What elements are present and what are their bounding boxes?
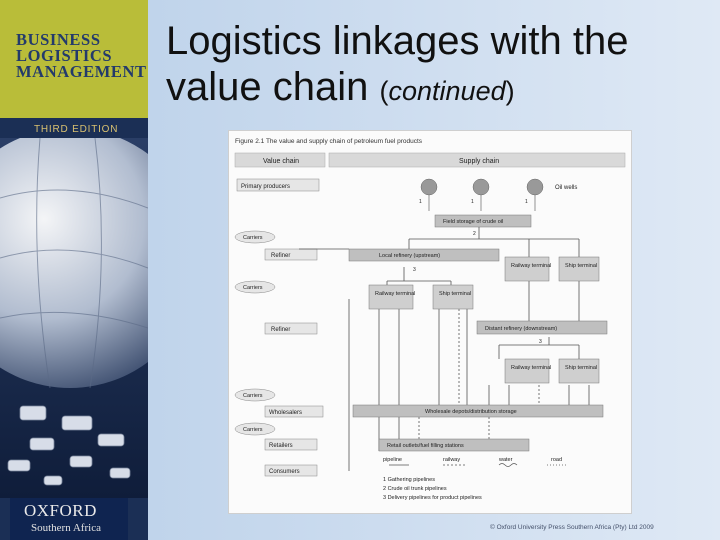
legend-note: 2 Crude oil trunk pipelines [383,486,447,492]
railway-terminal-label: Railway terminal [511,365,551,371]
value-chain-label: Carriers [243,393,263,399]
oil-well-icons [420,178,544,196]
header-value-chain-label: Value chain [263,158,299,165]
header-supply-chain-label: Supply chain [459,158,499,165]
railway-lines [418,309,540,439]
ship-terminal-label: Ship terminal [565,365,597,371]
railway-terminal-label: Railway terminal [511,263,551,269]
retail-box [378,438,530,452]
value-chain-label: Consumers [269,469,300,475]
local-refinery-box [348,248,500,262]
value-chain-box [236,178,320,192]
value-chain-label: Primary producers [241,184,290,190]
value-chain-box [264,438,318,451]
cover-title-line: BUSINESS [16,30,101,49]
railway-terminal-box [368,284,414,310]
slide-title-italic: continued [388,76,506,106]
ship-terminal-label: Ship terminal [439,291,471,297]
pipeline-number: 3 [539,339,542,345]
local-refinery-label: Local refinery (upstream) [379,253,440,259]
railway-terminal-box [504,358,550,384]
cover-title-band [0,0,148,118]
value-chain-box [264,248,318,261]
retail-label: Retail outlets/fuel filling stations [387,443,464,449]
railway-terminal-box [504,256,550,282]
legend-mode: road [551,457,562,463]
publisher-subtitle: Southern Africa [31,522,101,534]
figure-caption: Figure 2.1 The value and supply chain of… [235,138,423,145]
pipeline-number: 1 [525,199,528,205]
slide-title-paren-close: ) [505,76,515,106]
value-chain-label: Retailers [269,443,293,449]
pipeline-number: 2 [473,231,476,237]
value-chain-label: Carriers [243,427,263,433]
distant-refinery-label: Distant refinery (downstream) [485,326,557,332]
slide-title: Logistics linkages with the value chain … [166,18,706,114]
header-supply-chain [328,152,626,168]
cover-title-line: LOGISTICS [16,46,113,65]
pipeline-lines [299,227,590,471]
carrier-ellipse [234,422,276,436]
pipeline-number: 1 [419,199,422,205]
value-chain-label: Refiner [271,327,290,333]
legend-mode: water [498,457,513,463]
publisher-logo-box [10,498,128,540]
legend-note: 3 Delivery pipelines for product pipelin… [383,495,482,501]
header-value-chain [234,152,326,168]
value-chain-label: Wholesalers [269,410,302,416]
value-chain-box [264,405,324,418]
railway-terminal-label: Railway terminal [375,291,415,297]
value-chain-label: Carriers [243,285,263,291]
figure-diagram: Figure 2.1 The value and supply chain of… [234,138,626,501]
cover-edition: THIRD EDITION [34,124,119,135]
legend-line-samples [389,463,567,467]
cover-title-line: MANAGEMENT [16,62,147,81]
carrier-ellipse [234,280,276,294]
field-storage-box [434,214,532,228]
wholesale-box [352,404,604,418]
carrier-ellipse [234,230,276,244]
ship-terminal-label: Ship terminal [565,263,597,269]
supply-chain-figure: Figure 2.1 The value and supply chain of… [228,130,632,514]
pipeline-number: 3 [413,267,416,273]
book-cover: BUSINESS LOGISTICS MANAGEMENT THIRD EDIT… [0,0,148,540]
globe-puzzle-illustration [0,138,148,498]
publisher-name: OXFORD [24,501,97,520]
ship-terminal-box [558,256,600,282]
pipeline-number: 1 [471,199,474,205]
value-chain-label: Carriers [243,235,263,241]
value-chain-label: Refiner [271,253,290,259]
distant-refinery-box [476,320,608,335]
field-storage-label: Field storage of crude oil [443,219,503,225]
cover-title: BUSINESS LOGISTICS MANAGEMENT [16,30,147,81]
slide-title-main: Logistics linkages with the value chain [166,19,629,109]
wholesale-label: Wholesale depots/distribution storage [425,409,517,415]
copyright-notice: © Oxford University Press Southern Afric… [490,524,654,531]
legend-mode: pipeline [383,457,402,463]
value-chain-box [264,322,318,335]
slide-title-paren-open: ( [379,76,389,106]
ship-terminal-box [558,358,600,384]
legend-mode: railway [443,457,460,463]
legend-note: 1 Gathering pipelines [383,477,435,483]
oil-wells-label: Oil wells [555,185,577,191]
ship-terminal-box [432,284,474,310]
value-chain-box [264,464,318,477]
carrier-ellipse [234,388,276,402]
